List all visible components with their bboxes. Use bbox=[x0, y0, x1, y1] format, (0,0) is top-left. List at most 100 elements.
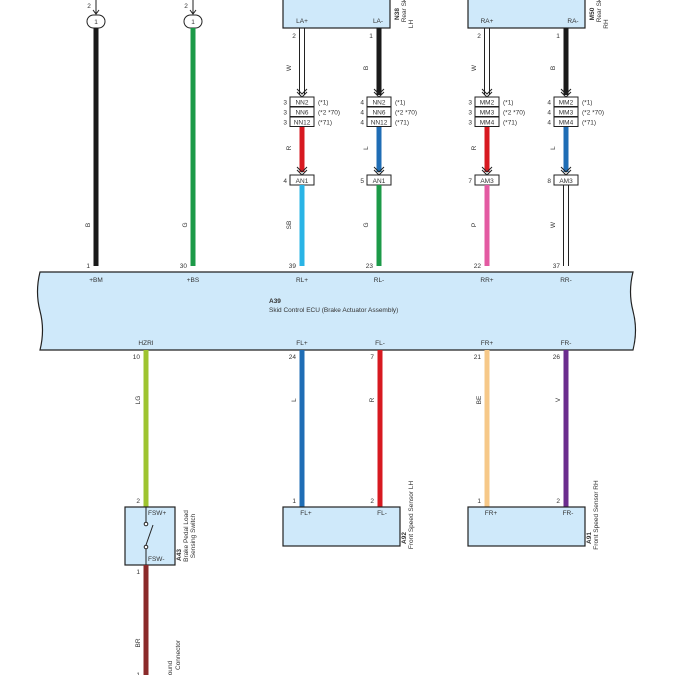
junction-pin: 4 bbox=[360, 120, 364, 127]
junction-note: (*71) bbox=[503, 120, 517, 127]
switch-contact-icon bbox=[143, 521, 149, 527]
junction-note: (*1) bbox=[503, 100, 513, 107]
inline-connector-name: AM3 bbox=[480, 178, 494, 185]
inline-connector-name: AN1 bbox=[296, 178, 309, 185]
ecu-terminal: FR- bbox=[561, 340, 572, 347]
wire-color-label: V bbox=[555, 397, 562, 402]
connector-chevron-icon bbox=[373, 166, 385, 173]
wire-color-label: W bbox=[471, 64, 478, 71]
brake-pedal-load-sensing-switch bbox=[124, 506, 176, 566]
connector-chevron-icon bbox=[560, 88, 572, 95]
switch-name: Sensing Switch bbox=[190, 513, 197, 558]
ecu-code: A39 bbox=[269, 298, 281, 305]
inline-connector-name: AM3 bbox=[559, 178, 573, 185]
wire-color-label: P bbox=[471, 223, 478, 227]
device-pin-number: 2 bbox=[556, 498, 560, 505]
switch-code: A43 bbox=[176, 549, 183, 561]
sensor-terminal: FL+ bbox=[300, 510, 312, 517]
switch-name: Brake Pedal Load bbox=[183, 510, 190, 562]
wire-color-label: B bbox=[363, 66, 370, 70]
wire-color-label: BE bbox=[476, 395, 483, 404]
ecu-terminal: FR+ bbox=[481, 340, 494, 347]
junction-connector-name: MM4 bbox=[559, 120, 574, 127]
wire-color-label: L bbox=[363, 146, 370, 150]
junction-pin: 4 bbox=[547, 120, 551, 127]
ecu-pin-number: 10 bbox=[133, 354, 141, 361]
wire-color-label: L bbox=[291, 398, 298, 402]
inline-connector-name: AN1 bbox=[373, 178, 386, 185]
connector-chevron-icon bbox=[296, 166, 308, 173]
junction-connector bbox=[474, 116, 500, 127]
junction-note: (*2 *70) bbox=[503, 110, 525, 117]
wire-color-label: G bbox=[363, 222, 370, 227]
junction-note: (*71) bbox=[582, 120, 596, 127]
ecu-pin-number: 26 bbox=[553, 354, 561, 361]
junction-pin: 3 bbox=[283, 100, 287, 107]
inline-connector bbox=[553, 174, 579, 186]
junction-pin: 4 bbox=[547, 100, 551, 107]
front-speed-sensor-fl bbox=[282, 506, 401, 547]
ground-connector-label: Connector bbox=[175, 639, 182, 670]
switch-contact-icon bbox=[143, 544, 149, 550]
junction-note: (*1) bbox=[395, 100, 405, 107]
ecu-terminal: RL- bbox=[374, 277, 384, 284]
ecu-terminal: +BS bbox=[187, 277, 200, 284]
wire-color-label: L bbox=[550, 146, 557, 150]
device-pin-number: 1 bbox=[136, 569, 140, 576]
inline-connector-pin: 5 bbox=[360, 178, 364, 185]
ecu-pin-number: 21 bbox=[474, 354, 482, 361]
sensor-code: A91 bbox=[586, 532, 593, 544]
wire-color-label: LG bbox=[135, 396, 142, 405]
ecu-pin-number: 39 bbox=[289, 263, 297, 270]
ground-connector-label: ound bbox=[167, 660, 174, 675]
sensor-terminal: LA- bbox=[373, 18, 383, 25]
junction-note: (*2 *70) bbox=[582, 110, 604, 117]
switch-terminal: FSW+ bbox=[148, 510, 166, 517]
pin-number: 2 bbox=[87, 3, 91, 10]
inline-connector-pin: 4 bbox=[283, 178, 287, 185]
pin-number: 2 bbox=[184, 3, 188, 10]
wire-color-label: BR bbox=[135, 638, 142, 647]
pin-number: 1 bbox=[369, 33, 373, 40]
junction-note: (*1) bbox=[318, 100, 328, 107]
junction-connector-name: NN6 bbox=[295, 110, 308, 117]
junction-connector-name: NN6 bbox=[372, 110, 385, 117]
skid-control-ecu bbox=[36, 271, 637, 351]
switch-terminal: FSW- bbox=[148, 556, 165, 563]
junction-pin: 3 bbox=[283, 120, 287, 127]
wire-color-label: R bbox=[471, 145, 478, 150]
junction-pin: 3 bbox=[283, 110, 287, 117]
sensor-side: LH bbox=[408, 20, 415, 29]
device-pin-number: 1 bbox=[292, 498, 296, 505]
sensor-code: M50 bbox=[589, 7, 596, 20]
pin-number: 2 bbox=[292, 33, 296, 40]
device-pin-number: 1 bbox=[477, 498, 481, 505]
sensor-terminal: FL- bbox=[377, 510, 387, 517]
sensor-side: RH bbox=[603, 19, 610, 29]
wire-color-label: R bbox=[369, 397, 376, 402]
connector-chevron-icon bbox=[481, 88, 493, 95]
junction-pin: 3 bbox=[468, 120, 472, 127]
junction-connector-name: MM3 bbox=[559, 110, 574, 117]
ecu-pin-number: 7 bbox=[370, 354, 374, 361]
sensor-name: Front Speed Sensor LH bbox=[408, 481, 415, 550]
device-pin-number: 2 bbox=[136, 498, 140, 505]
ecu-terminal: HZRI bbox=[138, 340, 153, 347]
connector-chevron-icon bbox=[560, 166, 572, 173]
device-pin-number: 1 bbox=[136, 672, 140, 675]
wire-color-label: W bbox=[550, 221, 557, 228]
sensor-terminal: RA- bbox=[567, 18, 578, 25]
junction-number: 1 bbox=[191, 19, 195, 26]
wire-color-label: R bbox=[286, 145, 293, 150]
junction-note: (*71) bbox=[395, 120, 409, 127]
ecu-terminal: RR- bbox=[560, 277, 572, 284]
switch-blade-icon bbox=[145, 524, 154, 546]
sensor-name: Front Speed Sensor RH bbox=[593, 480, 600, 550]
ecu-terminal: RL+ bbox=[296, 277, 308, 284]
wire-color-label: B bbox=[550, 66, 557, 70]
sensor-terminal: LA+ bbox=[296, 18, 308, 25]
rear-speed-sensor-rh bbox=[467, 0, 586, 29]
sensor-code: N38 bbox=[394, 8, 401, 20]
junction-connector-name: MM2 bbox=[480, 100, 495, 107]
